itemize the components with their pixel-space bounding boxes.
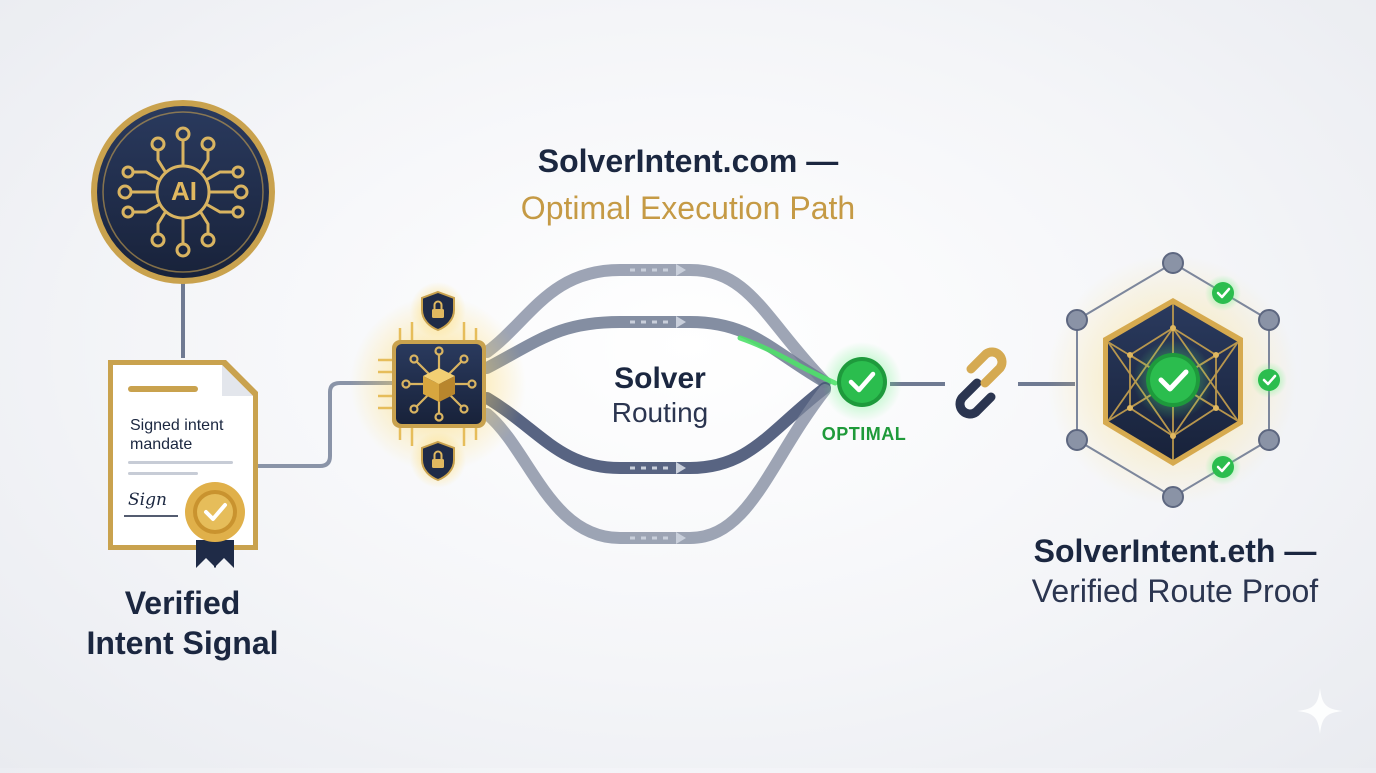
left-caption-line1: Verified <box>124 585 241 621</box>
route-path-4 <box>481 384 831 544</box>
cube-hub-icon <box>401 346 477 422</box>
chain-link-icon <box>955 347 1007 419</box>
lock-shield-icon-bottom <box>410 432 466 488</box>
right-caption-line2: Verified Route Proof <box>1031 573 1319 609</box>
check-icon <box>1205 275 1241 311</box>
document-text: Signed intent mandate <box>130 417 224 453</box>
ai-label: AI <box>171 176 197 206</box>
optimal-check-icon <box>822 342 902 422</box>
check-icon-right <box>1251 362 1287 398</box>
routing-label-line1: Solver <box>614 362 706 395</box>
route-path-3 <box>481 382 831 474</box>
hexagon-network-icon <box>1047 252 1297 508</box>
route-arrow-3 <box>676 462 686 474</box>
routing-label-line2: Routing <box>611 397 709 428</box>
route-arrow-4 <box>676 532 686 544</box>
route-dashes <box>630 268 670 540</box>
ai-circuit-icon <box>91 100 275 284</box>
optimal-label: OPTIMAL <box>821 424 907 444</box>
route-arrow-1 <box>676 264 686 276</box>
page-subtitle: Optimal Execution Path <box>520 190 856 226</box>
check-seal-icon <box>185 482 245 568</box>
route-arrow-2 <box>676 316 686 328</box>
signature: Sign <box>128 490 167 510</box>
check-icon-bottom <box>1205 449 1241 485</box>
route-path-1 <box>481 264 831 388</box>
lock-shield-icon <box>410 282 466 338</box>
left-caption-line2: Intent Signal <box>86 625 279 661</box>
right-caption-line1: SolverIntent.eth — <box>1033 533 1317 569</box>
page-title: SolverIntent.com — <box>537 143 839 179</box>
route-arrows <box>676 264 686 544</box>
sparkle-icon <box>1297 688 1343 734</box>
doc-to-router-connector <box>258 381 392 468</box>
